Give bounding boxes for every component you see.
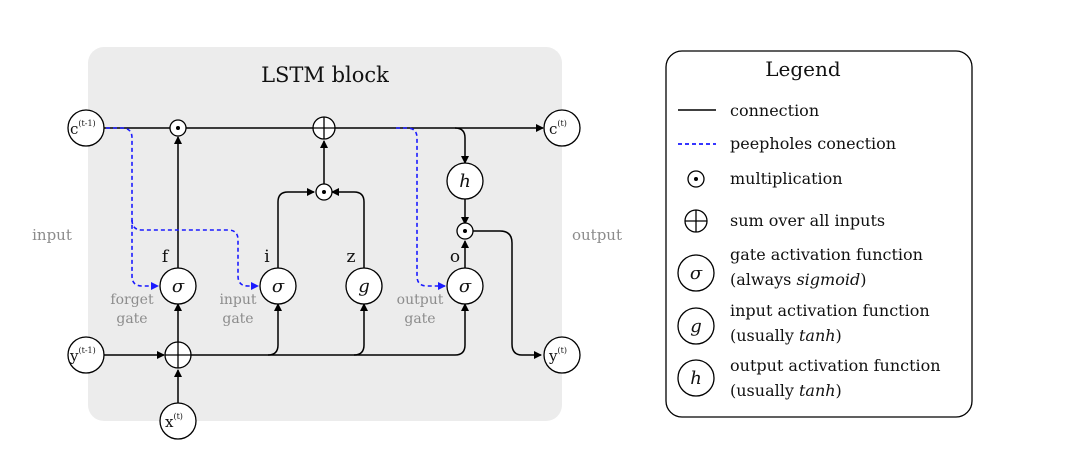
c-prev-base: c — [70, 120, 78, 138]
node-c-next: c(t) — [543, 109, 581, 147]
y-prev-base: y — [69, 347, 79, 365]
g-icon: g — [677, 307, 715, 345]
multiplication-icon — [687, 170, 705, 188]
y-next-base: y — [548, 347, 558, 365]
x-t-sup: (t) — [173, 412, 182, 421]
input-multiply-node — [315, 183, 333, 201]
legend-label-output-activation: output activation function — [730, 356, 941, 375]
cell-sum-node — [312, 116, 336, 140]
legend-title: Legend — [765, 57, 841, 81]
y-next-sup: (t) — [557, 346, 566, 355]
legend-tanh-g-suffix: ) — [836, 326, 842, 345]
peephole-connections — [106, 127, 446, 290]
forget-gate-caption-1: forget — [110, 292, 154, 308]
g-symbol: g — [358, 276, 370, 297]
gate-label-o: o — [450, 247, 460, 267]
svg-text:c(t-1): c(t-1) — [70, 119, 96, 138]
legend-tanh-h-prefix: (usually — [730, 381, 799, 400]
output-multiply-node — [456, 222, 474, 240]
legend-box — [665, 50, 973, 418]
legend-tanh-h-suffix: ) — [836, 381, 842, 400]
legend-sigmoid-suffix: ) — [860, 270, 866, 289]
lstm-block-background — [88, 47, 562, 421]
node-x-t: x(t) — [159, 402, 197, 440]
h-icon: h — [677, 359, 715, 397]
input-gate-caption-1: input — [219, 292, 256, 308]
c-next-base: c — [549, 120, 557, 138]
legend-label-connection: connection — [730, 101, 819, 120]
input-gate-sigma-node: σ — [259, 267, 297, 305]
solid-connections — [104, 124, 544, 421]
sum-icon — [684, 209, 708, 233]
legend-label-sum: sum over all inputs — [730, 211, 885, 230]
legend: Legend connection peepholes conection mu… — [665, 50, 973, 418]
legend-label-gate-activation: gate activation function — [730, 245, 923, 264]
legend-label-multiplication: multiplication — [730, 169, 843, 188]
node-c-prev: c(t-1) — [67, 109, 105, 147]
gate-label-z: z — [347, 247, 356, 267]
legend-tanh-g-word: tanh — [799, 326, 836, 345]
input-activation-g-node: g — [345, 267, 383, 305]
output-side-label: output — [572, 226, 622, 244]
forget-multiply-node — [169, 119, 187, 137]
legend-label-peephole: peepholes conection — [730, 134, 896, 153]
svg-text:c(t): c(t) — [549, 119, 567, 138]
forget-sigma-symbol: σ — [172, 276, 185, 297]
sigma-icon: σ — [677, 254, 715, 292]
legend-label-input-activation: input activation function — [730, 301, 930, 320]
legend-tanh-g-prefix: (usually — [730, 326, 799, 345]
y-prev-sup: (t-1) — [78, 346, 95, 355]
output-gate-caption-1: output — [397, 292, 444, 308]
svg-text:(usually tanh): (usually tanh) — [730, 326, 842, 345]
gate-label-i: i — [264, 247, 270, 267]
legend-sigmoid-prefix: (always — [730, 270, 796, 289]
input-sum-node — [164, 341, 192, 369]
node-y-prev: y(t-1) — [67, 336, 105, 374]
svg-text:(always sigmoid): (always sigmoid) — [730, 270, 866, 289]
h-symbol: h — [459, 171, 471, 192]
h-icon-glyph: h — [690, 368, 702, 389]
g-icon-glyph: g — [690, 316, 702, 337]
output-gate-sigma-node: σ — [446, 267, 484, 305]
gate-label-f: f — [162, 247, 170, 267]
sigma-icon-glyph: σ — [690, 263, 703, 284]
node-y-next: y(t) — [543, 336, 581, 374]
legend-sigmoid-word: sigmoid — [796, 270, 860, 289]
svg-text:y(t-1): y(t-1) — [69, 346, 96, 365]
c-next-sup: (t) — [557, 119, 566, 128]
block-title: LSTM block — [261, 63, 389, 87]
output-gate-caption-2: gate — [404, 311, 435, 327]
input-gate-caption-2: gate — [222, 311, 253, 327]
output-activation-h-node: h — [446, 162, 484, 200]
c-prev-sup: (t-1) — [78, 119, 95, 128]
input-side-label: input — [32, 226, 72, 244]
svg-text:(usually tanh): (usually tanh) — [730, 381, 842, 400]
forget-gate-sigma-node: σ — [159, 267, 197, 305]
svg-text:x(t): x(t) — [165, 412, 183, 431]
x-t-base: x — [165, 413, 174, 431]
legend-tanh-h-word: tanh — [799, 381, 836, 400]
output-sigma-symbol: σ — [459, 276, 472, 297]
forget-gate-caption-2: gate — [116, 311, 147, 327]
svg-text:y(t): y(t) — [548, 346, 567, 365]
input-sigma-symbol: σ — [272, 276, 285, 297]
